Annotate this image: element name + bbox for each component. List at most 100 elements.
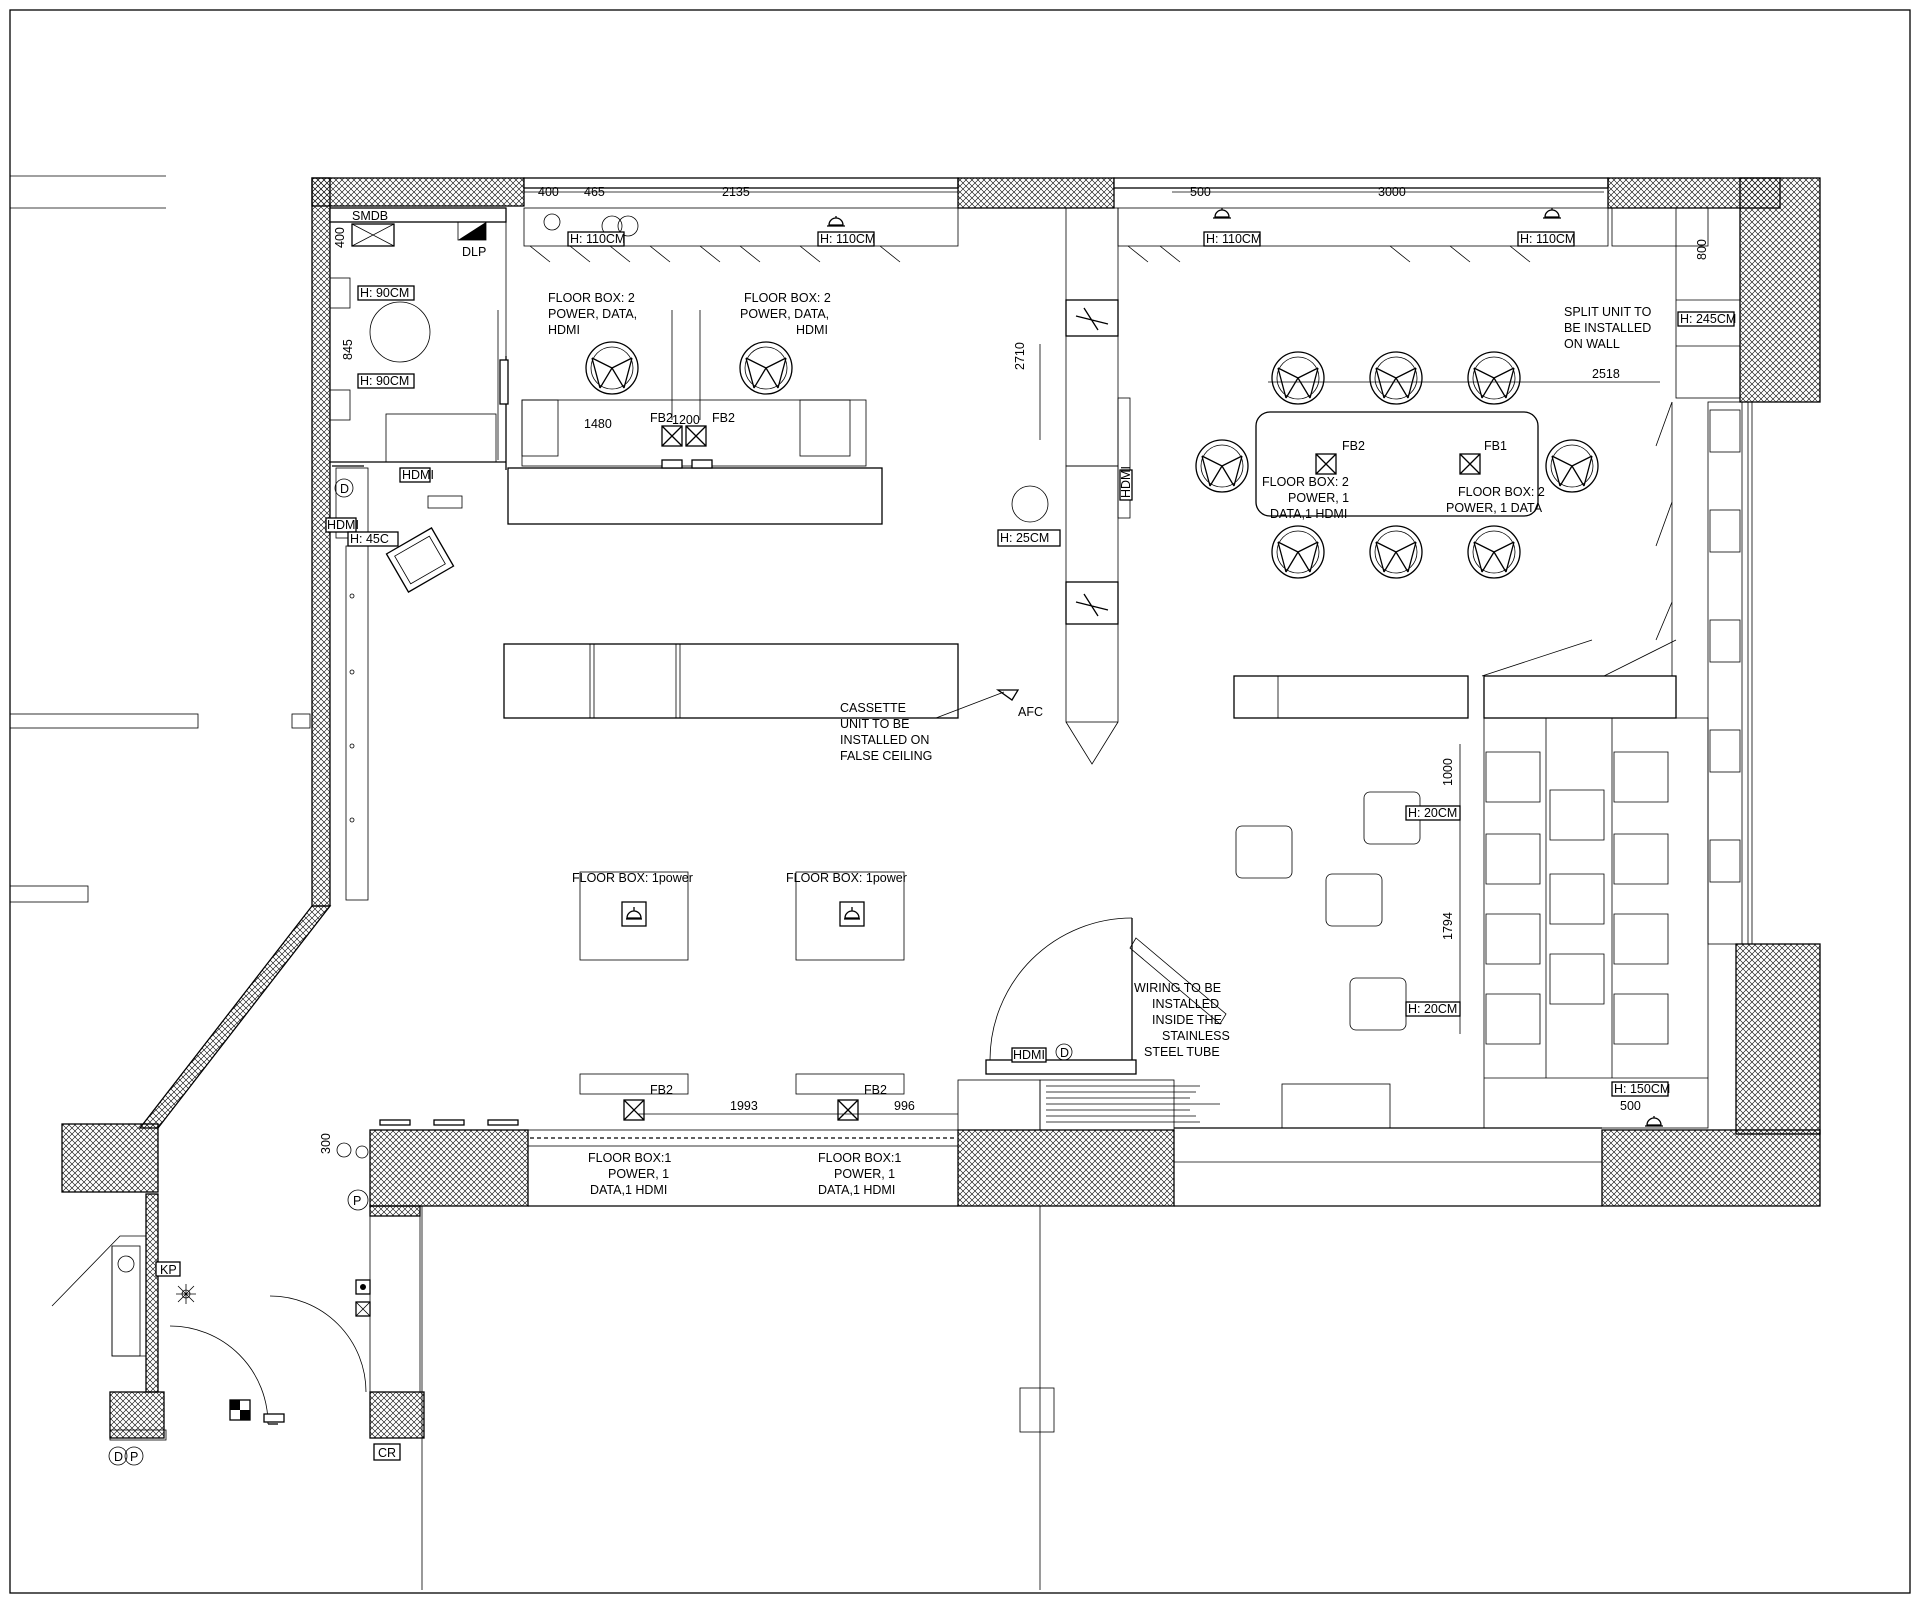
fb-meeting-left-2: POWER, 1	[1288, 491, 1349, 505]
chair-icon	[1467, 525, 1521, 579]
smdb-label: SMDB	[352, 209, 388, 223]
dim-2710: 2710	[1013, 342, 1027, 370]
dlp-label: DLP	[462, 245, 486, 259]
power-socket-icon	[621, 901, 647, 927]
dim-996: 996	[894, 1099, 915, 1113]
h90-label-1: H: 90CM	[360, 286, 409, 300]
fb-bottom-left-2: POWER, 1	[608, 1167, 669, 1181]
cassette-label-2: UNIT TO BE	[840, 717, 909, 731]
wiring-label-1: WIRING TO BE	[1134, 981, 1221, 995]
dim-3000: 3000	[1378, 185, 1406, 199]
floor-box-icon	[623, 1099, 645, 1121]
fb-bottom-right-3: DATA,1 HDMI	[818, 1183, 895, 1197]
h110-label-3: H: 110CM	[1206, 232, 1261, 246]
fb-workstation-right-3: HDMI	[796, 323, 828, 337]
dim-1000: 1000	[1441, 758, 1455, 786]
h20-label-2: H: 20CM	[1408, 1002, 1457, 1016]
keyboard-icon	[427, 495, 463, 509]
dim-300: 300	[319, 1133, 333, 1154]
round-table	[369, 301, 431, 363]
open-area: CASSETTE UNIT TO BE INSTALLED ON FALSE C…	[503, 643, 1709, 1131]
h110-label-2: H: 110CM	[820, 232, 875, 246]
fb-bottom-right-2: POWER, 1	[834, 1167, 895, 1181]
fb2-label-bottom-left: FB2	[650, 1083, 673, 1097]
fb-workstation-left-3: HDMI	[548, 323, 580, 337]
dim-2518: 2518	[1592, 367, 1620, 381]
fb2-label-bottom-right: FB2	[864, 1083, 887, 1097]
reference-lines	[9, 175, 311, 903]
p-symbol: P	[353, 1194, 361, 1208]
afc-label: AFC	[1018, 705, 1043, 719]
fb2-label-meeting: FB2	[1342, 439, 1365, 453]
office-chair-icon	[385, 527, 455, 593]
fb-bottom-left-1: FLOOR BOX:1	[588, 1151, 671, 1165]
dim-1480: 1480	[584, 417, 612, 431]
fb2-label-b: FB2	[712, 411, 735, 425]
floor-box-icon	[661, 425, 683, 447]
split-unit-label-1: SPLIT UNIT TO	[1564, 305, 1652, 319]
chair-icon	[1369, 525, 1423, 579]
floor-box-icon	[685, 425, 707, 447]
bottom-row: FB2 FB2 1993 996 FLOOR BOX:1 POWER, 1 DA…	[379, 1073, 959, 1197]
wiring-label-4: STAINLESS	[1162, 1029, 1230, 1043]
h20-label-1: H: 20CM	[1408, 806, 1457, 820]
h110-label-1: H: 110CM	[570, 232, 625, 246]
fb1-label-meeting: FB1	[1484, 439, 1507, 453]
dim-1993: 1993	[730, 1099, 758, 1113]
fb-meeting-right-2: POWER, 1 DATA	[1446, 501, 1543, 515]
h245-label: H: 245CM	[1680, 312, 1736, 326]
floor-box-icon	[1459, 453, 1481, 475]
sheet-border	[9, 9, 1911, 1594]
chair-icon	[1545, 439, 1599, 493]
fb-center-left: FLOOR BOX: 1power	[572, 871, 693, 885]
fb-workstation-right-1: FLOOR BOX: 2	[744, 291, 831, 305]
h25-label: H: 25CM	[1000, 531, 1049, 545]
p-symbol-entrance: P	[130, 1450, 138, 1464]
h45-label: H: 45C	[350, 532, 389, 546]
entrance: 300 P KP D P CR	[51, 1133, 421, 1466]
walls	[61, 177, 1821, 1439]
cassette-label-4: FALSE CEILING	[840, 749, 932, 763]
chair-icon	[1271, 351, 1325, 405]
floor-box-icon	[837, 1099, 859, 1121]
chair-icon	[1369, 351, 1423, 405]
dim-500-bottom: 500	[1620, 1099, 1641, 1113]
dim-400-left: 400	[333, 227, 347, 248]
cassette-label-3: INSTALLED ON	[840, 733, 929, 747]
fb-meeting-left-3: DATA,1 HDMI	[1270, 507, 1347, 521]
workstation-area: 400 465 2135 H: 110CM H: 110CM FLOOR BOX…	[507, 185, 959, 525]
fb-bottom-right-1: FLOOR BOX:1	[818, 1151, 901, 1165]
dim-800: 800	[1695, 239, 1709, 260]
wiring-label-3: INSIDE THE	[1152, 1013, 1222, 1027]
meeting-area: 500 3000 H: 110CM H: 110CM 800 SPLIT UNI…	[1117, 185, 1753, 945]
fb-meeting-right-1: FLOOR BOX: 2	[1458, 485, 1545, 499]
fb-workstation-left-2: POWER, DATA,	[548, 307, 637, 321]
center-partition: 2710 HDMI H: 25CM	[997, 207, 1133, 765]
cr-label: CR	[378, 1446, 396, 1460]
chair-icon	[1467, 351, 1521, 405]
d-symbol-entrance: D	[114, 1450, 123, 1464]
dim-845: 845	[341, 339, 355, 360]
cassette-label-1: CASSETTE	[840, 701, 906, 715]
wiring-label-2: INSTALLED	[1152, 997, 1219, 1011]
fb-workstation-right-2: POWER, DATA,	[740, 307, 829, 321]
split-unit-label-3: ON WALL	[1564, 337, 1620, 351]
fb2-label-a: FB2	[650, 411, 673, 425]
wiring-label-5: STEEL TUBE	[1144, 1045, 1220, 1059]
hdmi-label-door: HDMI	[1013, 1048, 1045, 1062]
chair-icon	[739, 341, 793, 395]
office-room: SMDB DLP 400 845 H: 90CM H: 90CM D HDMI …	[325, 207, 509, 901]
hdmi-label-partition: HDMI	[1119, 466, 1133, 498]
fb-workstation-left-1: FLOOR BOX: 2	[548, 291, 635, 305]
meeting-table	[1255, 411, 1539, 517]
split-unit-label-2: BE INSTALLED	[1564, 321, 1651, 335]
fb-bottom-left-3: DATA,1 HDMI	[590, 1183, 667, 1197]
d-symbol: D	[340, 482, 349, 496]
dim-500-top: 500	[1190, 185, 1211, 199]
h90-label-2: H: 90CM	[360, 374, 409, 388]
kp-label: KP	[160, 1263, 177, 1277]
floor-box-icon	[1315, 453, 1337, 475]
chair-icon	[1195, 439, 1249, 493]
d-symbol-door: D	[1060, 1046, 1069, 1060]
